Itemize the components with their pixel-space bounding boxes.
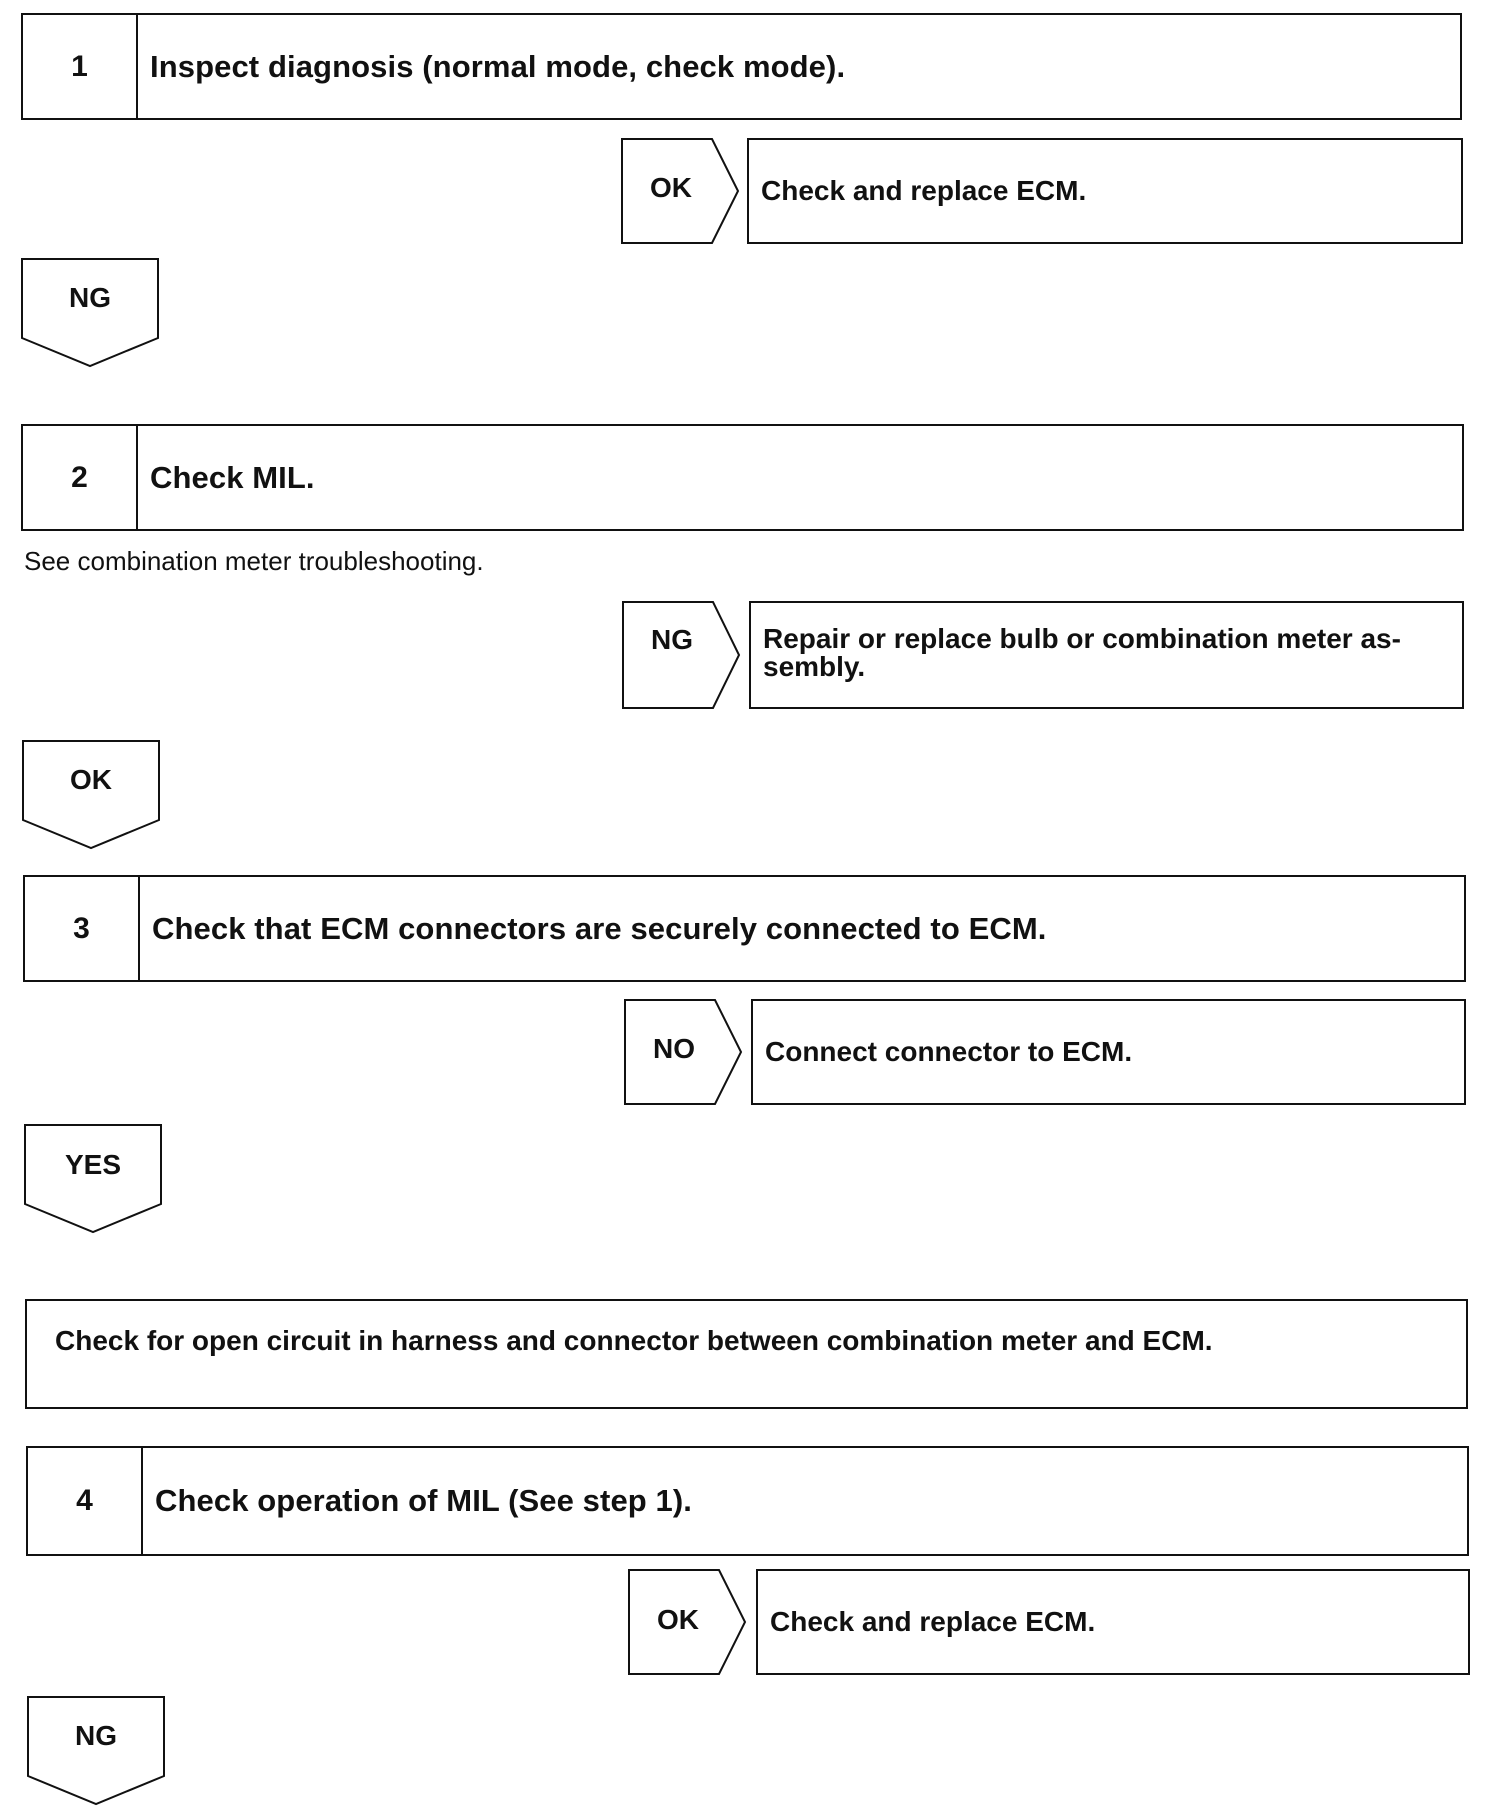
down-label: NG: [75, 1720, 117, 1751]
step-4-box: 4 Check operation of MIL (See step 1).: [26, 1446, 1469, 1556]
down-arrow: [27, 1696, 165, 1806]
step-note: See combination meter troubleshooting.: [24, 546, 484, 576]
step-title: Inspect diagnosis (normal mode, check mo…: [150, 48, 846, 84]
step-number: 3: [25, 877, 140, 980]
step-title: Check operation of MIL (See step 1).: [155, 1483, 693, 1518]
branch-label: NG: [651, 624, 693, 655]
down-label: YES: [64, 1149, 122, 1180]
step-number: 2: [23, 426, 138, 529]
step-3-box: 3 Check that ECM connectors are securely…: [23, 875, 1466, 982]
inspection-box: Check for open circuit in harness and co…: [25, 1299, 1468, 1409]
branch-label: OK: [657, 1604, 699, 1635]
branch-action-box: Repair or replace bulb or combination me…: [749, 601, 1464, 709]
down-arrow: [21, 258, 159, 368]
step-title: Check that ECM connectors are securely c…: [152, 910, 1047, 946]
down-label: NG: [69, 282, 111, 313]
branch-arrow-right: [622, 601, 741, 709]
step-1-box: 1 Inspect diagnosis (normal mode, check …: [21, 13, 1462, 120]
step-title: Check MIL.: [150, 459, 315, 495]
branch-action-box: Check and replace ECM.: [756, 1569, 1470, 1675]
branch-label: NO: [653, 1033, 695, 1064]
step-number: 4: [28, 1448, 143, 1554]
branch-action-text: Repair or replace bulb or combination me…: [763, 623, 1401, 682]
branch-arrow-right: [621, 138, 740, 244]
step-2-box: 2 Check MIL.: [21, 424, 1464, 531]
step-number: 1: [23, 15, 138, 118]
branch-action-box: Connect connector to ECM.: [751, 999, 1466, 1105]
down-label: OK: [70, 764, 112, 795]
down-arrow: [22, 740, 160, 850]
branch-label: OK: [650, 172, 692, 203]
down-arrow: [24, 1124, 162, 1234]
branch-action-box: Check and replace ECM.: [747, 138, 1463, 244]
branch-arrow-right: [624, 999, 743, 1105]
branch-arrow-right: [628, 1569, 747, 1675]
